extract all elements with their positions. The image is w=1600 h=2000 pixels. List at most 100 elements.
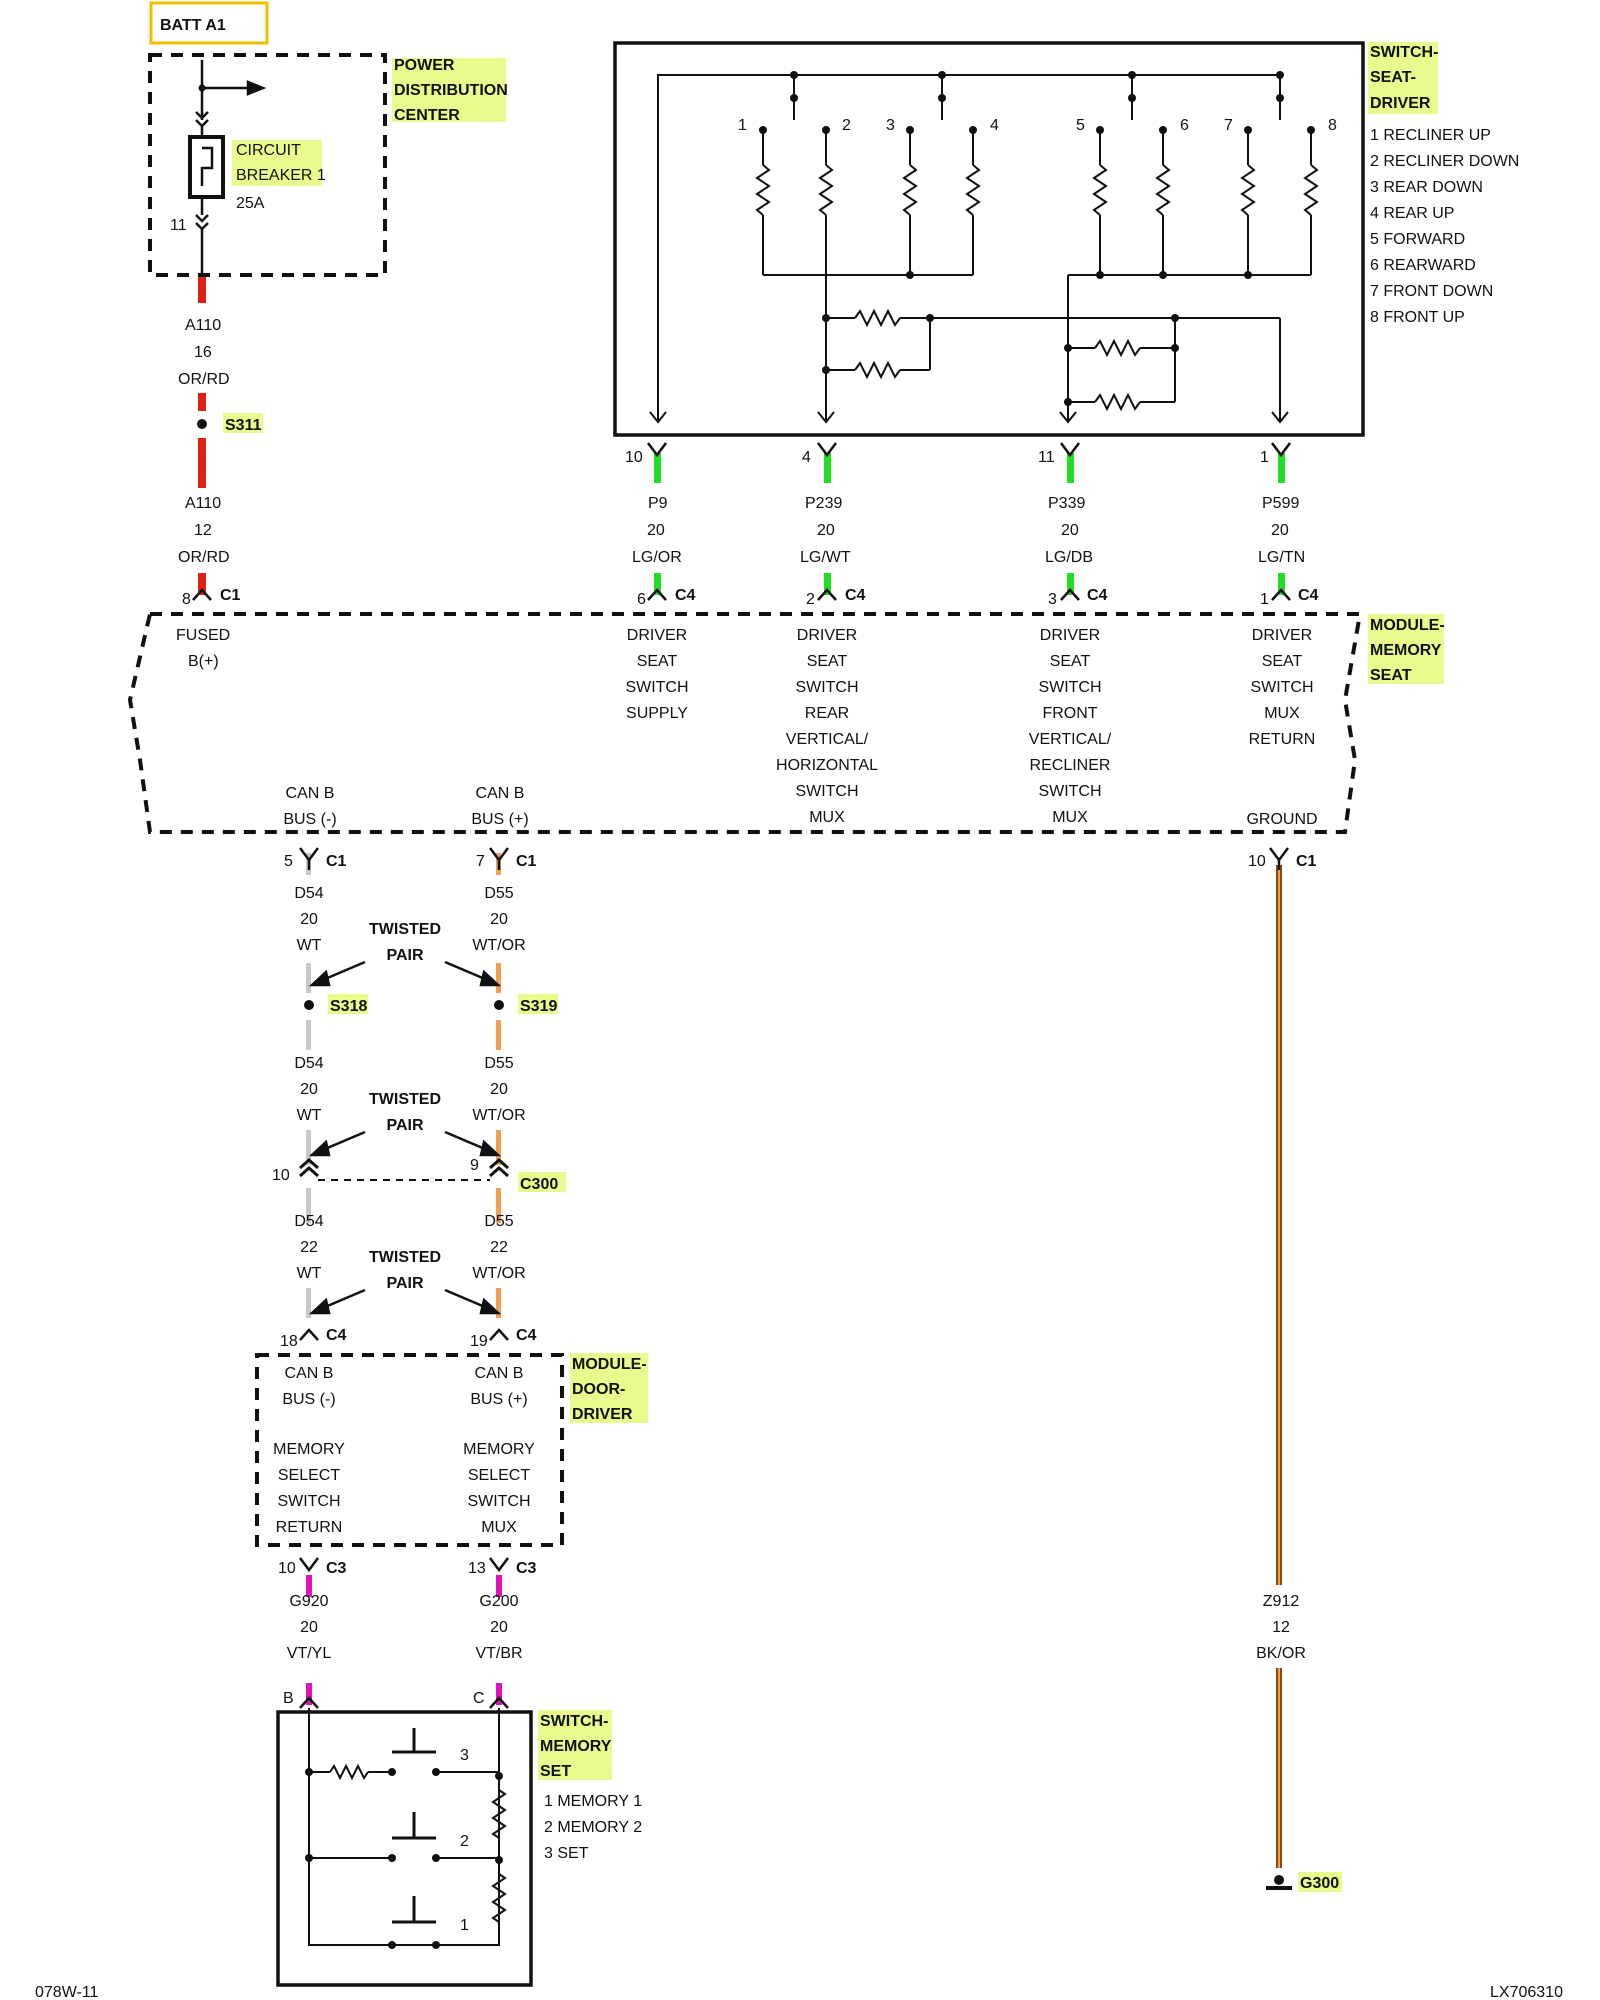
svg-text:PAIR: PAIR <box>386 947 423 964</box>
seat-func-2: 2 RECLINER DOWN <box>1370 153 1519 170</box>
svg-text:20: 20 <box>490 911 508 928</box>
svg-text:SUPPLY: SUPPLY <box>626 705 688 722</box>
svg-text:MEMORY: MEMORY <box>273 1441 345 1458</box>
seat-contact-5: 5 <box>1076 117 1085 134</box>
can-pos-c1: C1 <box>516 853 537 870</box>
pdc-title-2: DISTRIBUTION <box>394 82 508 99</box>
memory-module-outline <box>127 612 1363 834</box>
svg-text:VERTICAL/: VERTICAL/ <box>1029 731 1112 748</box>
svg-text:SELECT: SELECT <box>278 1467 340 1484</box>
a110-upper-color: OR/RD <box>178 371 230 388</box>
batt-label: BATT A1 <box>160 17 226 34</box>
svg-text:Z912: Z912 <box>1263 1593 1300 1610</box>
seat-func-6: 6 REARWARD <box>1370 257 1476 274</box>
memory-module-title-1: MODULE- <box>1370 617 1445 634</box>
ground-pin: 10 <box>1248 853 1266 870</box>
svg-text:BUS (-): BUS (-) <box>283 811 336 828</box>
svg-text:SEAT: SEAT <box>807 653 848 670</box>
p339-circuit: P339 <box>1048 495 1085 512</box>
svg-text:WT: WT <box>297 1265 322 1282</box>
svg-text:PAIR: PAIR <box>386 1117 423 1134</box>
door-c3-left: C3 <box>326 1560 347 1577</box>
svg-text:20: 20 <box>300 1619 318 1636</box>
wire-p599-green-1 <box>1278 453 1285 483</box>
pdc-title-1: POWER <box>394 57 455 74</box>
svg-text:20: 20 <box>490 1081 508 1098</box>
door-module-labels: CAN B BUS (-) CAN B BUS (+) MEMORY SELEC… <box>273 1365 535 1536</box>
svg-text:SWITCH: SWITCH <box>625 679 688 696</box>
c300-pin-left: 10 <box>272 1167 290 1184</box>
p339-gauge: 20 <box>1061 522 1079 539</box>
svg-text:D54: D54 <box>294 885 323 902</box>
svg-text:RETURN: RETURN <box>276 1519 343 1536</box>
svg-text:SWITCH: SWITCH <box>1038 783 1101 800</box>
wire-a110-red-2 <box>198 393 206 411</box>
splice-s311-dot <box>197 419 207 429</box>
wire-d55-orange-6 <box>496 1288 501 1318</box>
p9-c4-pin: 6 <box>637 591 646 608</box>
seat-pin-3: 11 <box>1038 449 1055 466</box>
wire-p9-green-1 <box>654 453 661 483</box>
svg-text:CAN B: CAN B <box>285 1365 334 1382</box>
splice-s318-label: S318 <box>330 998 367 1015</box>
svg-text:D55: D55 <box>484 1055 513 1072</box>
mm-func-supply: DRIVER SEAT SWITCH SUPPLY <box>625 627 688 722</box>
c300-pin-right: 9 <box>470 1157 479 1174</box>
fused-pin: 8 <box>182 591 191 608</box>
wire-d54-gray-3 <box>306 1020 311 1050</box>
svg-text:TWISTED: TWISTED <box>369 921 441 938</box>
fused-c1: C1 <box>220 587 241 604</box>
svg-text:TWISTED: TWISTED <box>369 1091 441 1108</box>
twisted-pair-a: TWISTED PAIR <box>369 921 441 964</box>
svg-text:RETURN: RETURN <box>1249 731 1316 748</box>
wire-d55-orange-4 <box>496 1130 501 1165</box>
svg-text:20: 20 <box>490 1619 508 1636</box>
memory-switch-title-1: SWITCH- <box>540 1713 608 1730</box>
svg-text:GROUND: GROUND <box>1246 811 1317 828</box>
svg-text:HORIZONTAL: HORIZONTAL <box>776 757 878 774</box>
pdc-internals <box>188 60 267 275</box>
wire-p239-green-1 <box>824 453 831 483</box>
a110-lower-color: OR/RD <box>178 549 230 566</box>
memory-switch-title-2: MEMORY <box>540 1738 612 1755</box>
svg-text:BUS (+): BUS (+) <box>471 811 528 828</box>
p599-color: LG/TN <box>1258 549 1305 566</box>
seat-contact-2: 2 <box>842 117 851 134</box>
z912-labels: Z912 12 BK/OR <box>1256 1593 1306 1662</box>
memory-button-1: 1 <box>460 1917 469 1934</box>
svg-text:VERTICAL/: VERTICAL/ <box>786 731 869 748</box>
seat-switch-junctions <box>759 71 1315 406</box>
door-c4-right: C4 <box>516 1327 537 1344</box>
svg-text:SWITCH: SWITCH <box>795 783 858 800</box>
fused-label-2: B(+) <box>188 653 219 670</box>
splice-s318-dot <box>304 1000 314 1010</box>
seat-switch-title-3: DRIVER <box>1370 95 1431 112</box>
p239-circuit: P239 <box>805 495 842 512</box>
svg-text:VT/YL: VT/YL <box>287 1645 332 1662</box>
memory-switch-junctions <box>305 1768 503 1949</box>
breaker-label-2: BREAKER 1 <box>236 167 326 184</box>
a110-upper-gauge: 16 <box>194 344 212 361</box>
door-c3-pin-left: 10 <box>278 1560 296 1577</box>
memory-switch-title-3: SET <box>540 1763 571 1780</box>
can-wire-labels-a: D54 20 WT D55 20 WT/OR <box>294 885 525 954</box>
memory-button-2: 2 <box>460 1833 469 1850</box>
twisted-arrows-a <box>308 960 502 987</box>
wire-d55-orange-3 <box>496 1020 501 1050</box>
wire-a110-red-4 <box>198 573 206 595</box>
wire-g920-magenta-2 <box>306 1683 312 1705</box>
door-c4-pin-left: 18 <box>280 1333 298 1350</box>
svg-text:REAR: REAR <box>805 705 849 722</box>
can-pos-pin: 7 <box>476 853 485 870</box>
memory-switch-circuit <box>308 1708 507 1946</box>
wire-a110-red-1 <box>198 273 206 303</box>
door-module-title-3: DRIVER <box>572 1406 633 1423</box>
svg-text:MEMORY: MEMORY <box>463 1441 535 1458</box>
svg-text:BK/OR: BK/OR <box>1256 1645 1306 1662</box>
wire-d55-orange-5 <box>496 1188 501 1223</box>
wire-z912-orange-2 <box>1278 1668 1280 1868</box>
svg-text:SEAT: SEAT <box>1050 653 1091 670</box>
p339-color: LG/DB <box>1045 549 1093 566</box>
wire-d54-gray-6 <box>306 1288 311 1318</box>
